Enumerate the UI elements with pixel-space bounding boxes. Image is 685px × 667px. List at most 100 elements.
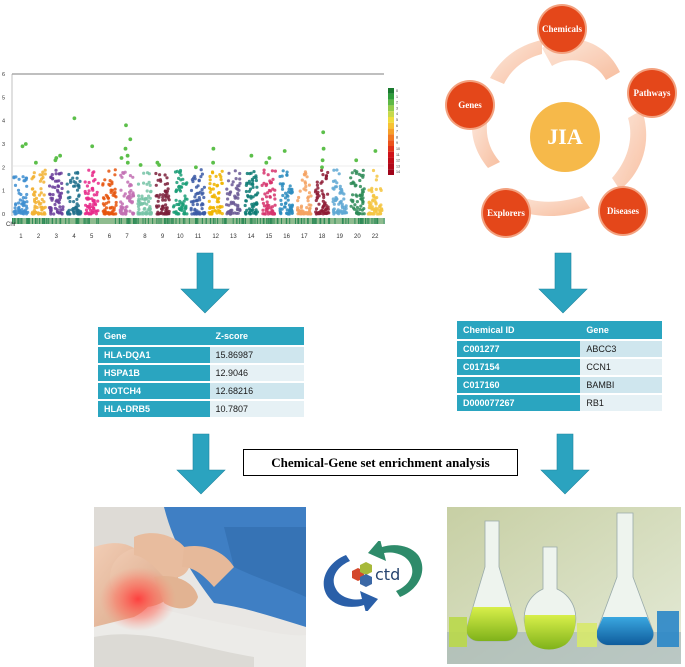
snp-point — [57, 179, 61, 183]
snp-point — [212, 182, 216, 186]
snp-point — [137, 194, 141, 198]
snp-point — [145, 197, 149, 201]
snp-point — [332, 187, 336, 191]
density-tick — [249, 218, 251, 224]
snp-point — [107, 169, 111, 173]
density-tick — [263, 218, 265, 224]
snp-point — [220, 169, 224, 173]
snp-point — [68, 195, 72, 199]
significant-snp-point — [194, 165, 198, 170]
snp-point — [137, 199, 141, 203]
legend-swatch — [388, 88, 394, 94]
density-tick — [314, 218, 316, 224]
y-tick-label: 0 — [2, 212, 5, 218]
snp-point — [49, 175, 53, 179]
snp-point — [208, 174, 212, 179]
snp-point — [88, 205, 92, 209]
snp-density-bar — [12, 218, 385, 224]
ctd-cycle-logo — [323, 541, 423, 611]
density-tick — [232, 218, 234, 224]
snp-point — [268, 195, 272, 199]
snp-point — [158, 193, 162, 197]
density-tick — [360, 218, 362, 224]
density-tick — [266, 218, 268, 224]
snp-point — [137, 197, 141, 201]
snp-point — [336, 211, 340, 215]
snp-point — [180, 185, 184, 189]
snp-point — [307, 183, 311, 187]
snp-point — [283, 196, 288, 200]
snp-point — [192, 199, 196, 203]
legend-tick-label: 4 — [396, 112, 398, 116]
snp-point — [202, 195, 206, 200]
density-tick — [270, 218, 271, 224]
density-tick — [307, 218, 309, 224]
density-tick — [88, 218, 90, 224]
density-tick — [342, 218, 344, 224]
snp-point — [141, 197, 145, 201]
snp-point — [197, 210, 201, 214]
snp-point — [296, 199, 300, 203]
snp-point — [309, 203, 313, 207]
snp-point — [338, 200, 342, 204]
snp-point — [177, 176, 181, 180]
snp-point — [107, 212, 111, 216]
snp-point — [112, 206, 116, 210]
significant-snp-point — [72, 116, 77, 121]
density-tick — [256, 218, 258, 224]
snp-point — [92, 199, 96, 203]
snp-point — [161, 212, 165, 216]
density-tick — [214, 218, 216, 224]
snp-point — [34, 200, 38, 205]
snp-point — [126, 180, 130, 184]
snp-point — [200, 188, 204, 192]
density-tick — [133, 218, 135, 224]
density-tick — [375, 218, 377, 224]
density-tick — [195, 218, 196, 224]
snp-point — [145, 182, 149, 186]
snp-point — [377, 212, 381, 216]
density-tick — [55, 218, 57, 224]
snp-point — [154, 171, 158, 176]
legend-tick-label: 1 — [396, 95, 398, 99]
density-tick — [179, 218, 181, 224]
snp-point — [256, 191, 260, 195]
snp-point — [157, 204, 161, 208]
snp-point — [69, 178, 73, 182]
snp-point — [68, 199, 72, 204]
density-tick — [169, 218, 171, 224]
significant-snp-point — [23, 142, 28, 146]
snp-point — [367, 201, 371, 205]
snp-point — [354, 193, 358, 197]
arc-genes-chemicals — [490, 40, 542, 84]
density-tick — [217, 218, 219, 224]
density-tick — [68, 218, 70, 224]
density-tick — [32, 218, 33, 224]
snp-point — [361, 200, 365, 204]
snp-point — [280, 182, 284, 186]
snp-point — [124, 209, 128, 213]
snp-point — [367, 206, 371, 210]
density-tick — [27, 218, 29, 224]
node-genes: Genes — [447, 82, 493, 128]
snp-point — [375, 196, 379, 200]
snp-point — [361, 175, 365, 179]
snp-point — [181, 202, 185, 206]
cycle-arrow-blue-icon — [323, 555, 378, 611]
density-tick — [224, 218, 226, 224]
density-tick — [268, 218, 270, 224]
snp-point — [374, 178, 378, 182]
snp-point — [101, 196, 106, 200]
snp-point — [349, 204, 353, 208]
density-tick — [78, 218, 80, 224]
density-tick — [341, 218, 343, 224]
snp-point — [352, 207, 357, 211]
snp-point — [60, 181, 64, 185]
snp-point — [91, 205, 95, 209]
snp-point — [349, 176, 353, 180]
snp-point — [210, 170, 215, 174]
snp-point — [164, 203, 168, 207]
legend-tick-label: 2 — [396, 101, 398, 105]
snp-point — [342, 197, 346, 201]
snp-point — [245, 171, 249, 176]
